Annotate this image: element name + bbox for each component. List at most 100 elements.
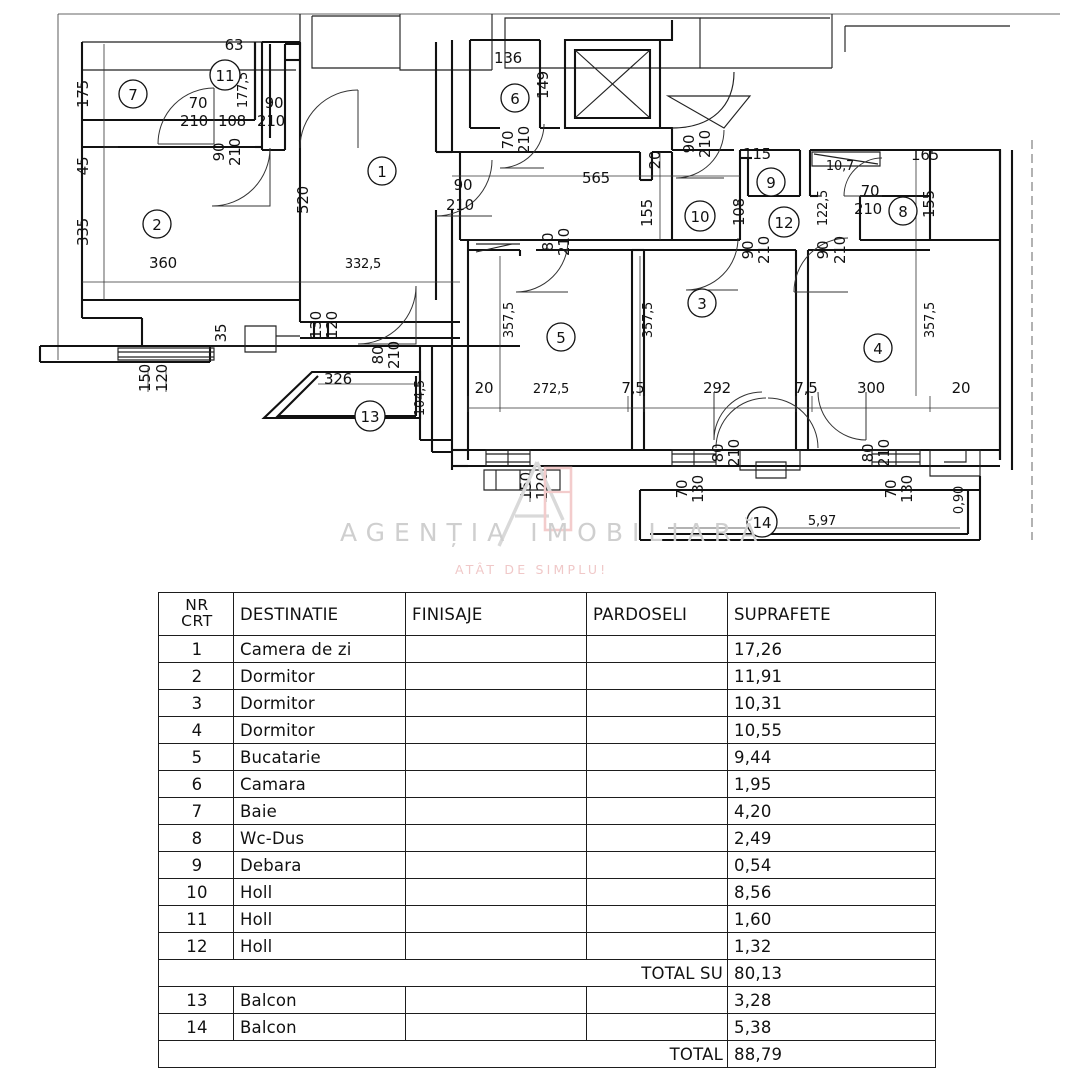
- cell-finisaje: [405, 689, 587, 717]
- cell-finisaje: [405, 662, 587, 690]
- dimension-label: 120: [323, 311, 341, 339]
- cell-destinatie: Debara: [233, 851, 406, 879]
- cell-destinatie: Bucatarie: [233, 743, 406, 771]
- room-marker-label: 5: [556, 329, 566, 347]
- column-header-pardoseli: PARDOSELI: [586, 592, 728, 636]
- cell-pardoseli: [586, 986, 728, 1014]
- dimension-label: 5,97: [808, 514, 836, 529]
- cell-nr: 4: [158, 716, 234, 744]
- total-value: 88,79: [727, 1040, 936, 1068]
- dimension-label: 90: [814, 241, 832, 260]
- cell-destinatie: Balcon: [233, 1013, 406, 1041]
- dimension-label: 210: [226, 138, 244, 166]
- dimension-label: 63: [225, 36, 244, 54]
- cell-finisaje: [405, 1013, 587, 1041]
- cell-nr: 8: [158, 824, 234, 852]
- dimension-label: 20: [646, 151, 664, 170]
- column-header-nr-crt: NR CRT: [158, 592, 234, 636]
- cell-suprafete: 1,32: [727, 932, 936, 960]
- total-su-label: TOTAL SU: [158, 959, 728, 987]
- room-marker-label: 6: [510, 90, 520, 108]
- dimension-label: 104,5: [413, 380, 428, 416]
- cell-finisaje: [405, 716, 587, 744]
- room-marker-circle: [546, 322, 576, 352]
- dimension-label: 210: [696, 130, 714, 158]
- cell-destinatie: Dormitor: [233, 689, 406, 717]
- cell-nr: 9: [158, 851, 234, 879]
- dimension-label: 335: [74, 218, 92, 246]
- cell-destinatie: Camera de zi: [233, 635, 406, 663]
- dimension-label: 332,5: [345, 257, 381, 272]
- cell-destinatie: Wc-Dus: [233, 824, 406, 852]
- dimension-label: 45: [74, 157, 92, 176]
- room-marker-label: 11: [215, 67, 234, 85]
- cell-finisaje: [405, 932, 587, 960]
- dimension-label: 0,90: [952, 486, 967, 514]
- dimension-label: 326: [324, 370, 352, 388]
- cell-pardoseli: [586, 797, 728, 825]
- door-swings: [157, 87, 883, 449]
- dimension-label: 210: [385, 341, 403, 369]
- cell-finisaje: [405, 770, 587, 798]
- cell-pardoseli: [586, 770, 728, 798]
- column-header-nr-line2: CRT: [181, 612, 213, 630]
- cell-suprafete: 11,91: [727, 662, 936, 690]
- table-header-row: NR CRT DESTINATIE FINISAJE PARDOSELI SUP…: [158, 592, 936, 636]
- cell-nr: 13: [158, 986, 234, 1014]
- dimension-label: 80: [859, 444, 877, 463]
- plan-walls: [38, 13, 1060, 542]
- room-marker-circle: [142, 209, 172, 239]
- dimension-label: 165: [911, 146, 939, 164]
- column-header-suprafete: SUPRAFETE: [727, 592, 936, 636]
- cell-nr: 14: [158, 1013, 234, 1041]
- dimension-label: 70: [499, 131, 517, 150]
- room-marker-label: 9: [766, 174, 776, 192]
- room-marker-circle: [354, 400, 386, 432]
- cell-pardoseli: [586, 824, 728, 852]
- dimension-label: 177,5: [236, 72, 251, 108]
- cell-destinatie: Dormitor: [233, 716, 406, 744]
- cell-suprafete: 8,56: [727, 878, 936, 906]
- cell-finisaje: [405, 905, 587, 933]
- dimension-label: 272,5: [533, 382, 569, 397]
- room-marker-circle: [209, 59, 241, 91]
- cell-nr: 1: [158, 635, 234, 663]
- dimension-label: 70: [861, 182, 880, 200]
- dimension-label: 108: [730, 198, 748, 226]
- cell-pardoseli: [586, 851, 728, 879]
- room-marker-circle: [746, 506, 778, 538]
- dimension-label: 80: [709, 444, 727, 463]
- cell-suprafete: 3,28: [727, 986, 936, 1014]
- cell-pardoseli: [586, 716, 728, 744]
- dimension-label: 155: [638, 199, 656, 227]
- dimension-label: 150: [136, 364, 154, 392]
- dimension-label: 90: [739, 241, 757, 260]
- cell-finisaje: [405, 797, 587, 825]
- dimension-label: 115: [743, 145, 771, 163]
- cell-suprafete: 5,38: [727, 1013, 936, 1041]
- dimension-label: 210: [875, 439, 893, 467]
- dimension-label: 20: [475, 379, 494, 397]
- cell-destinatie: Holl: [233, 878, 406, 906]
- cell-destinatie: Holl: [233, 905, 406, 933]
- dimension-label: 122,5: [816, 190, 831, 226]
- dimension-label: 80: [369, 346, 387, 365]
- dimension-label: 35: [212, 324, 230, 343]
- room-marker-label: 10: [690, 208, 709, 226]
- cell-destinatie: Balcon: [233, 986, 406, 1014]
- cell-suprafete: 10,31: [727, 689, 936, 717]
